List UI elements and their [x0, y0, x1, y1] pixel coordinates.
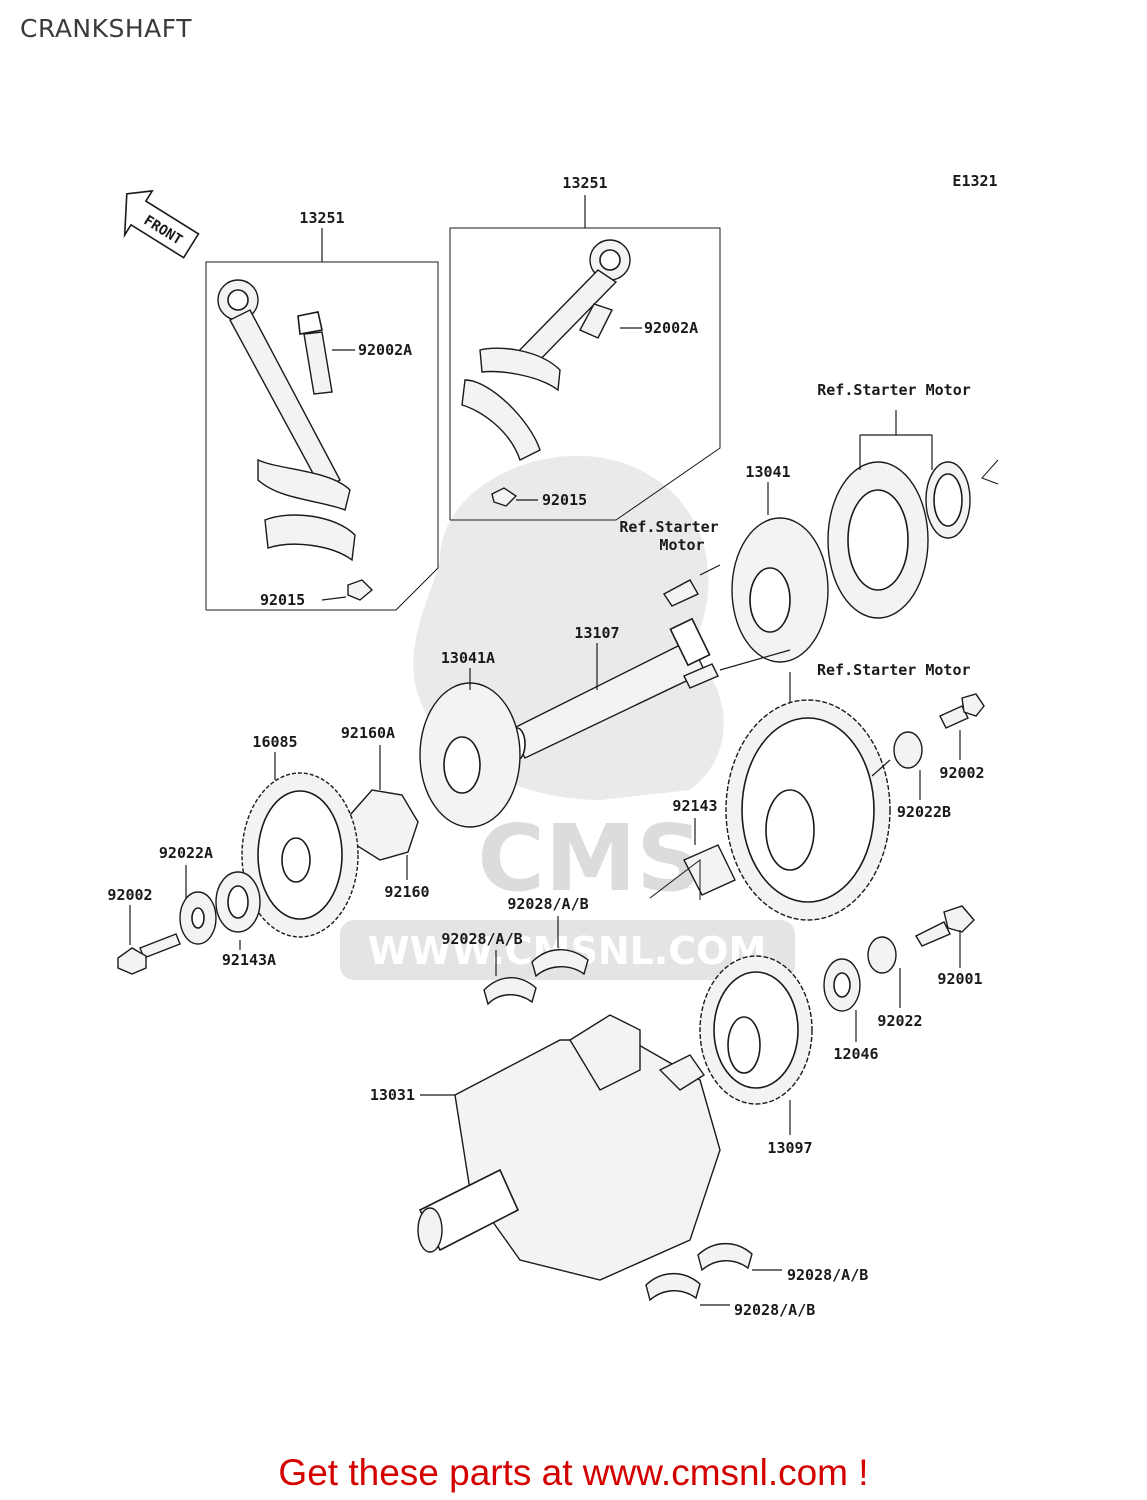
left-fasteners [117, 865, 261, 975]
label-bearing-lower-2: 92028/A/B [734, 1301, 815, 1319]
label-92022a: 92022A [159, 844, 213, 862]
watermark-logo: CMS [477, 805, 702, 912]
label-nut-left: 92015 [260, 591, 305, 609]
starter-clutch [662, 410, 999, 663]
label-bearing-upper-2: 92028/A/B [441, 930, 522, 948]
label-16085: 16085 [252, 733, 297, 751]
label-ref-starter-mid-1: Ref.Starter [619, 518, 718, 536]
label-92022b: 92022B [897, 803, 951, 821]
part-labels: 13251 13251 92002A 92002A 92015 92015 Re… [107, 174, 984, 1319]
label-13107: 13107 [574, 624, 619, 642]
crank-bearings-upper [483, 916, 589, 1006]
label-92143a: 92143A [222, 951, 276, 969]
page-title: CRANKSHAFT [20, 14, 192, 43]
label-92001: 92001 [937, 970, 982, 988]
label-92022: 92022 [877, 1012, 922, 1030]
label-12046: 12046 [833, 1045, 878, 1063]
label-rod-right: 13251 [562, 174, 607, 192]
label-nut-right: 92015 [542, 491, 587, 509]
front-arrow-icon: FRONT [123, 189, 200, 259]
diagram-code: E1321 [952, 172, 997, 190]
gear-16085 [241, 752, 359, 938]
label-92143: 92143 [672, 797, 717, 815]
label-bolt-right: 92002A [644, 319, 698, 337]
label-rod-left: 13251 [299, 209, 344, 227]
label-bearing-lower-1: 92028/A/B [787, 1266, 868, 1284]
label-13041a: 13041A [441, 649, 495, 667]
starter-driven-gear [725, 672, 985, 921]
label-92002-right: 92002 [939, 764, 984, 782]
label-ref-starter-mid-2: Motor [659, 536, 704, 554]
label-bearing-upper-1: 92028/A/B [507, 895, 588, 913]
coupling-13041a [419, 668, 521, 828]
damper-92160 [349, 745, 419, 880]
label-92160a: 92160A [341, 724, 395, 742]
label-92002-left: 92002 [107, 886, 152, 904]
footer-cta-link[interactable]: Get these parts at www.cmsnl.com ! [278, 1452, 869, 1493]
label-bolt-left: 92002A [358, 341, 412, 359]
label-13031: 13031 [370, 1086, 415, 1104]
label-13041: 13041 [745, 463, 790, 481]
label-ref-starter-right: Ref.Starter Motor [817, 661, 971, 679]
crankshaft-13031 [417, 1014, 721, 1281]
label-ref-starter-top: Ref.Starter Motor [817, 381, 971, 399]
connecting-rod-right [449, 195, 721, 521]
collar-92143 [649, 818, 736, 900]
crank-bearings-lower [645, 1243, 782, 1306]
connecting-rod-left [205, 228, 439, 611]
label-13097: 13097 [767, 1139, 812, 1157]
label-92160: 92160 [384, 883, 429, 901]
right-gears [699, 905, 975, 1135]
